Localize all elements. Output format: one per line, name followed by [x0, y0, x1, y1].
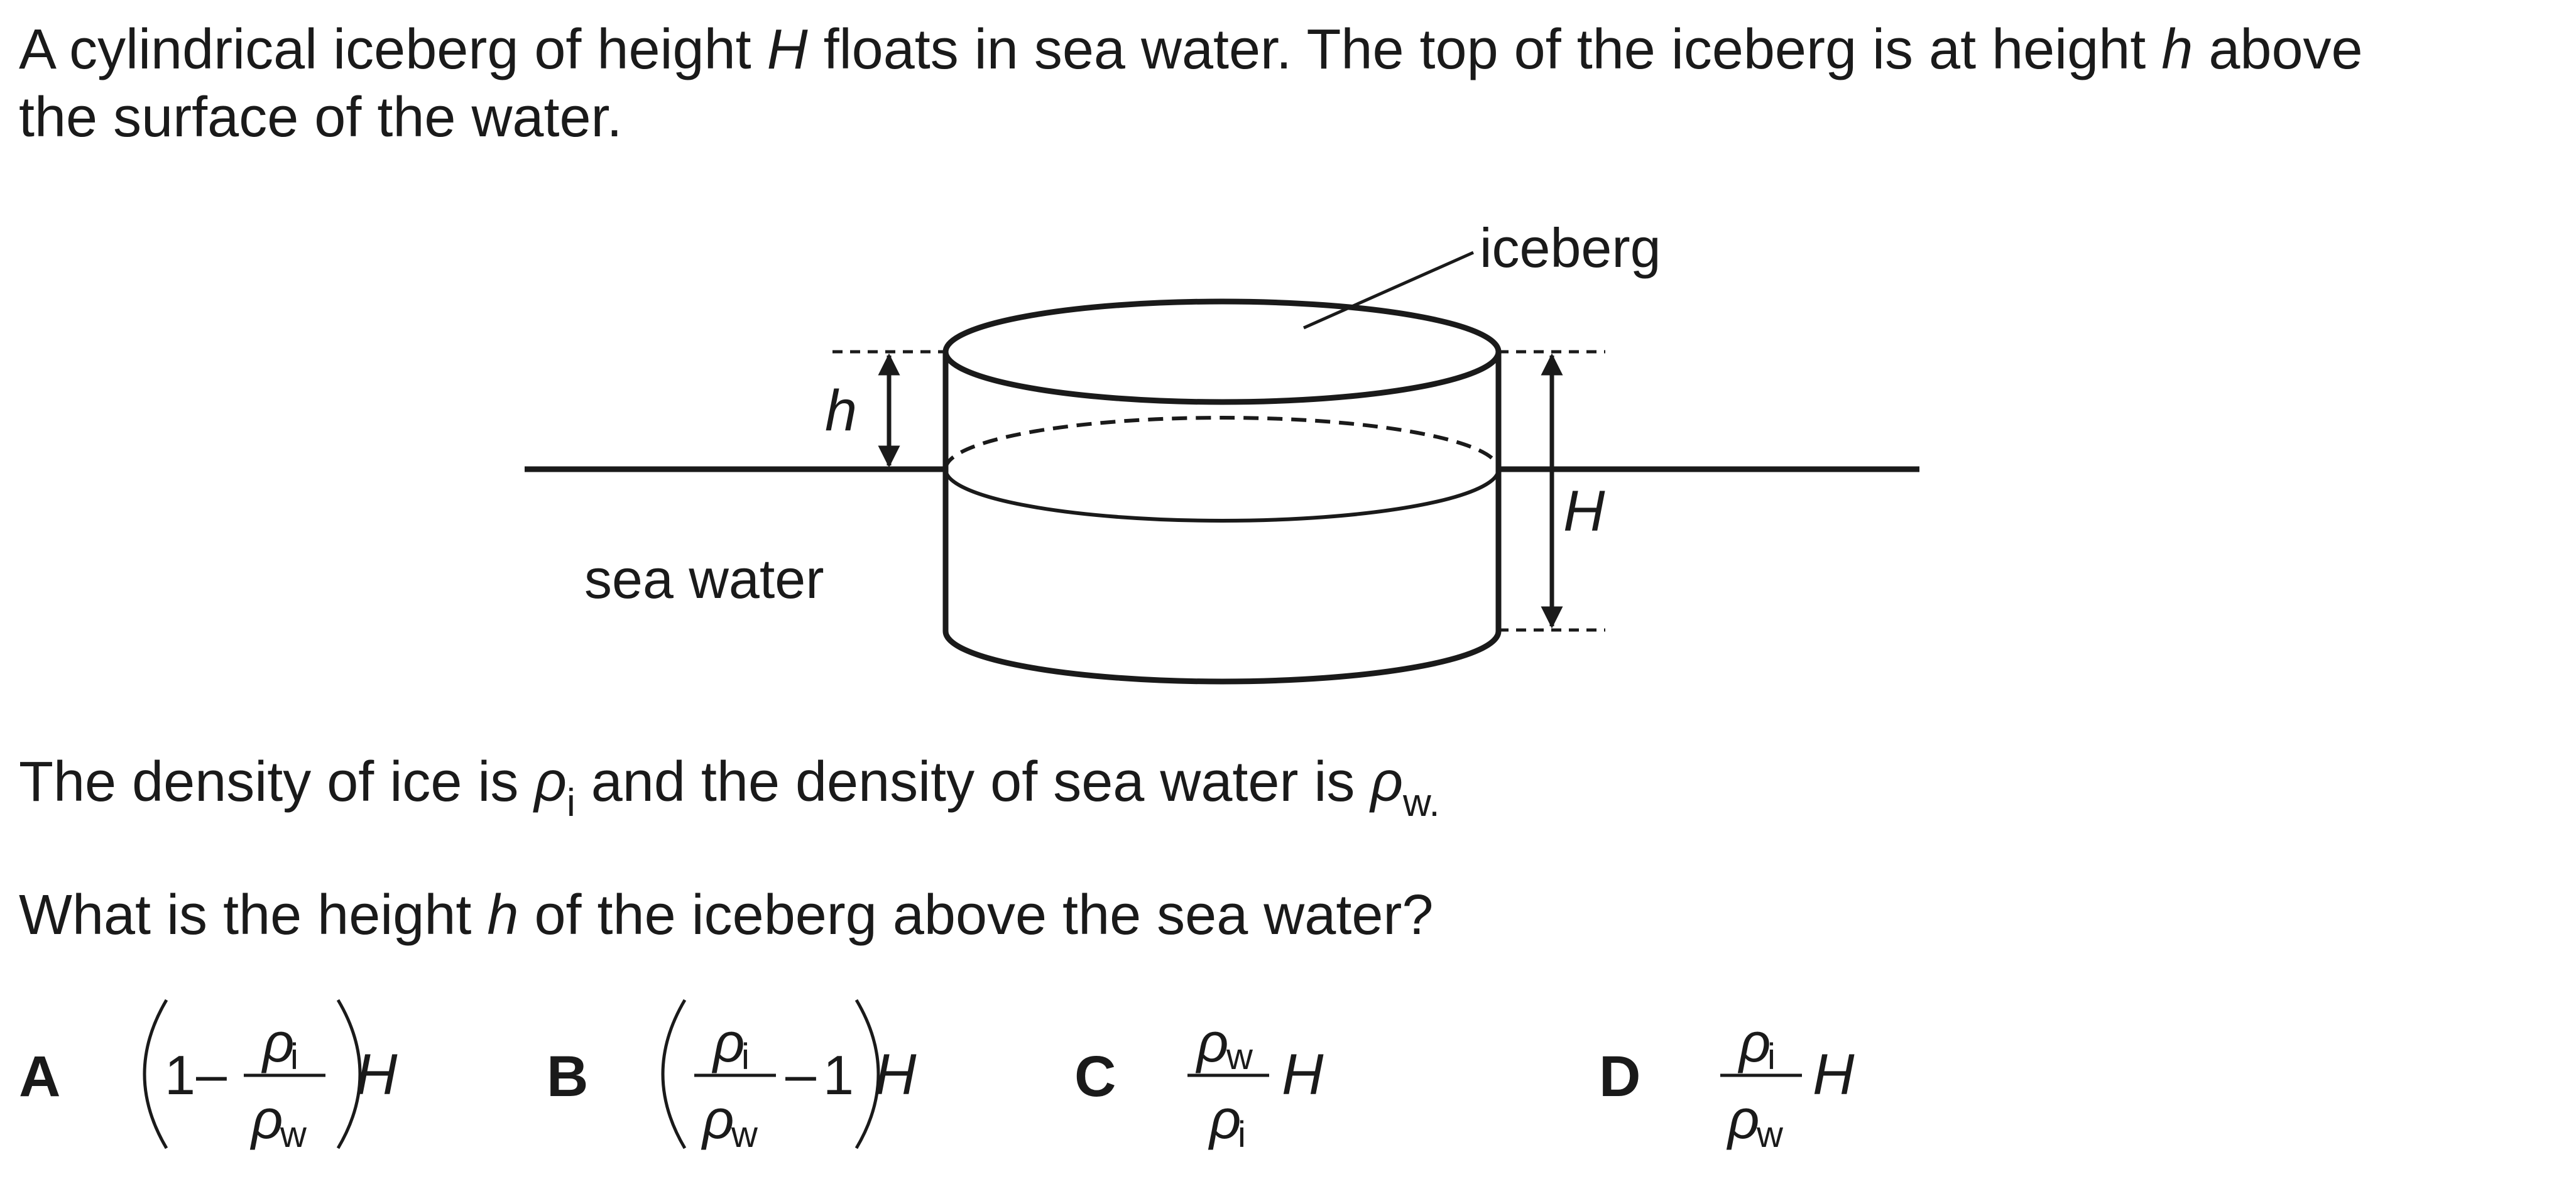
option-c-formula[interactable]: ρ w ρ i H — [1187, 1011, 1324, 1155]
option-a-numerator-rho: ρ — [261, 1011, 294, 1073]
density-statement: The density of ice is ρi and the density… — [19, 751, 1440, 823]
option-c-H: H — [1282, 1043, 1324, 1107]
sea-water-label: sea water — [584, 548, 824, 610]
option-b-formula[interactable]: ρ i ρ w – 1 H — [661, 999, 917, 1155]
option-d-formula[interactable]: ρ i ρ w H — [1720, 1011, 1855, 1155]
cylinder-bottom-curve — [942, 631, 1502, 685]
option-c-denominator-rho: ρ — [1208, 1088, 1241, 1150]
option-a-one: 1 — [165, 1044, 195, 1106]
intro-symbol-h: h — [2161, 18, 2193, 81]
option-b-denominator-rho: ρ — [701, 1088, 734, 1150]
option-b-letter[interactable]: B — [547, 1045, 589, 1109]
question-prompt: What is the height h of the iceberg abov… — [19, 887, 1433, 943]
option-a-letter[interactable]: A — [19, 1045, 61, 1109]
density-text-b: and the density of sea water is — [575, 751, 1371, 813]
option-a-numerator-sub: i — [290, 1036, 298, 1077]
rho-symbol: ρ — [534, 751, 567, 813]
option-b-right-paren — [854, 999, 880, 1149]
option-a-denominator-sub: w — [280, 1114, 307, 1155]
ask-text-a: What is the height — [19, 884, 488, 947]
option-d-letter[interactable]: D — [1599, 1045, 1641, 1109]
option-d-numerator-rho: ρ — [1737, 1011, 1771, 1073]
option-d-denominator-sub: w — [1756, 1114, 1784, 1155]
intro-text-a: A cylindrical iceberg of height — [19, 18, 767, 81]
option-c-numerator-rho: ρ — [1195, 1011, 1228, 1073]
option-c-letter[interactable]: C — [1074, 1045, 1116, 1109]
option-a-formula[interactable]: 1 – ρ i ρ w H — [143, 999, 398, 1155]
density-text-c: . — [1429, 781, 1440, 825]
question-intro-line-2: the surface of the water. — [19, 86, 623, 149]
waterline-back-dashed — [944, 416, 1500, 470]
rho-symbol: ρ — [1370, 751, 1403, 813]
option-b-numerator-sub: i — [741, 1036, 750, 1077]
intro-text-b: floats in sea water. The top of the iceb… — [807, 18, 2162, 81]
waterline-front — [944, 469, 1500, 523]
option-c-denominator-sub: i — [1238, 1114, 1246, 1155]
option-c-numerator-sub: w — [1226, 1036, 1253, 1077]
option-d-denominator-rho: ρ — [1726, 1088, 1759, 1150]
option-a-left-paren — [143, 999, 168, 1149]
ask-text-b: of the iceberg above the sea water? — [518, 884, 1434, 947]
option-b-denominator-sub: w — [731, 1114, 758, 1155]
option-b-one: 1 — [823, 1044, 854, 1106]
option-d-H: H — [1813, 1043, 1855, 1107]
option-a-right-paren — [336, 999, 362, 1149]
ask-symbol-h: h — [487, 884, 519, 947]
option-d-numerator-sub: i — [1767, 1036, 1776, 1077]
density-text-a: The density of ice is — [19, 751, 535, 813]
subscript-i: i — [566, 781, 576, 825]
option-b-numerator-rho: ρ — [711, 1011, 745, 1073]
option-b-minus: – — [785, 1043, 816, 1105]
iceberg-label: iceberg — [1480, 217, 1661, 279]
option-a-H: H — [356, 1043, 398, 1107]
option-b-H: H — [875, 1043, 917, 1107]
subscript-w: w — [1403, 781, 1429, 825]
h-label: h — [825, 379, 857, 443]
intro-text-c: above — [2193, 18, 2363, 81]
intro-symbol-H: H — [767, 18, 808, 81]
option-a-denominator-rho: ρ — [249, 1088, 283, 1150]
iceberg-leader-line — [1302, 251, 1475, 330]
option-a-minus: – — [196, 1043, 227, 1105]
H-label: H — [1563, 479, 1605, 543]
question-intro-line-1: A cylindrical iceberg of height H floats… — [19, 21, 2363, 78]
option-b-left-paren — [661, 999, 687, 1149]
